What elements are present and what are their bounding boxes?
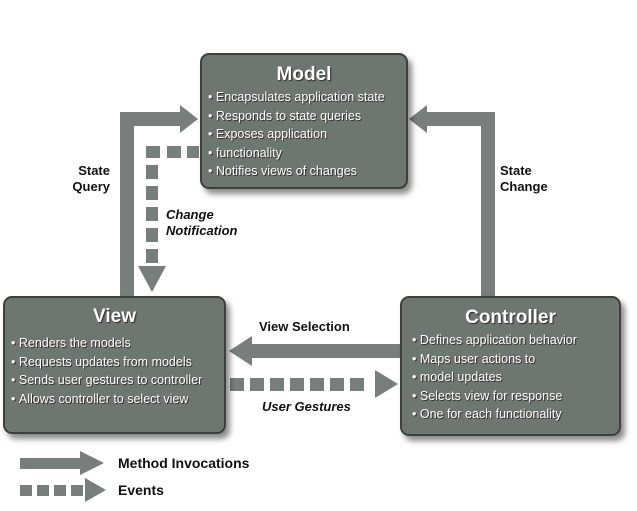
controller-items: Defines application behavior Maps user a…	[402, 331, 619, 424]
list-item: Requests updates from models	[11, 353, 224, 372]
user-gestures-arrow	[230, 370, 398, 398]
legend-solid-arrow	[20, 451, 104, 475]
model-box: Model Encapsulates application state Res…	[200, 53, 408, 189]
view-items: Renders the models Requests updates from…	[5, 334, 224, 408]
user-gestures-label: User Gestures	[262, 399, 351, 414]
state-change-label: State Change	[500, 163, 548, 194]
state-query-arrow	[120, 105, 198, 298]
list-item: Renders the models	[11, 334, 224, 353]
legend-dashed-arrow	[20, 478, 106, 502]
list-item: Responds to state queries	[208, 107, 406, 126]
list-item: Selects view for response	[412, 387, 619, 406]
controller-box: Controller Defines application behavior …	[400, 296, 621, 436]
list-item: model updates	[412, 368, 619, 387]
list-item: One for each functionality	[412, 405, 619, 424]
change-notification-arrow	[138, 146, 199, 292]
view-box: View Renders the models Requests updates…	[3, 296, 226, 434]
list-item: Defines application behavior	[412, 331, 619, 350]
controller-title: Controller	[465, 307, 556, 328]
list-item: Maps user actions to	[412, 350, 619, 369]
state-change-arrow	[409, 105, 495, 298]
model-title: Model	[276, 64, 332, 85]
view-title: View	[93, 306, 136, 327]
view-selection-label: View Selection	[259, 319, 350, 334]
legend-method-invocations: Method Invocations	[118, 455, 250, 471]
change-notification-label: Change Notification	[166, 207, 238, 238]
list-item: Notifies views of changes	[208, 162, 406, 181]
list-item: Exposes application	[208, 125, 406, 144]
legend-events: Events	[118, 482, 164, 498]
list-item: Sends user gestures to controller	[11, 371, 224, 390]
list-item: functionality	[208, 144, 406, 163]
view-selection-arrow	[229, 336, 400, 366]
model-items: Encapsulates application state Responds …	[202, 88, 406, 181]
list-item: Allows controller to select view	[11, 390, 224, 409]
list-item: Encapsulates application state	[208, 88, 406, 107]
state-query-label: State Query	[72, 163, 110, 194]
